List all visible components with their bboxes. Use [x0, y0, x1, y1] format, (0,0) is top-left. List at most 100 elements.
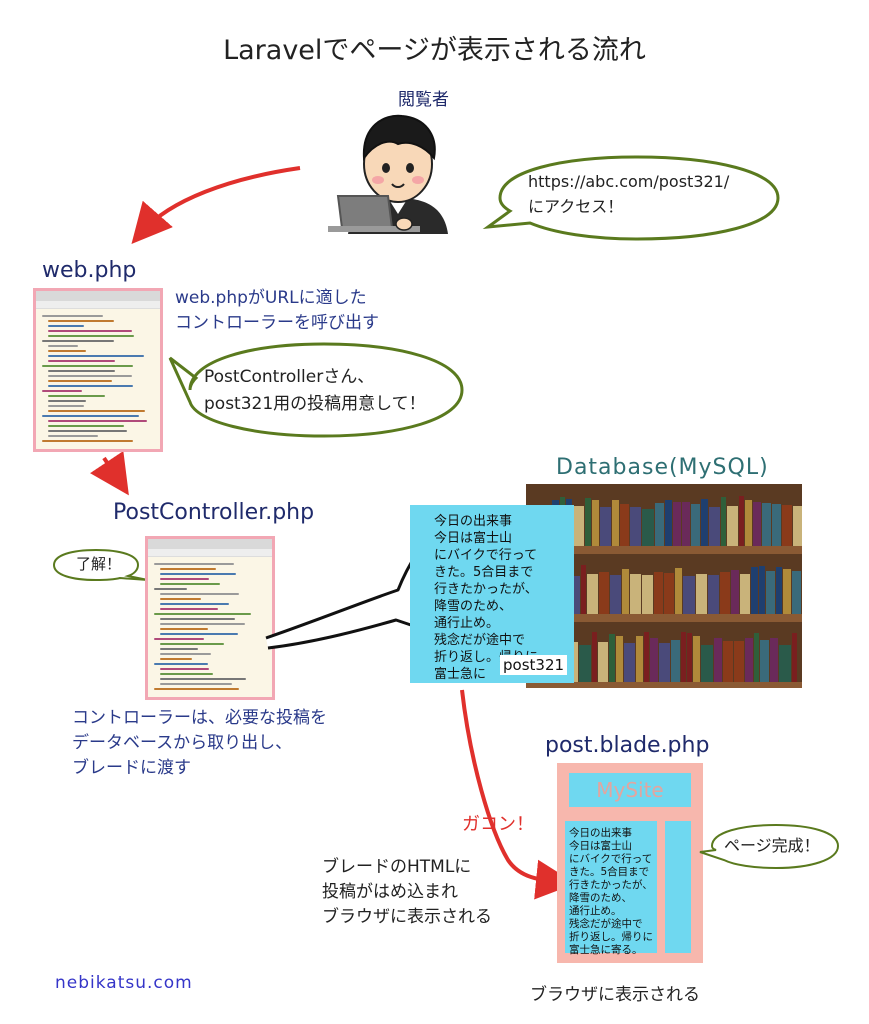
controller-note-line3: ブレードに渡す [72, 758, 191, 778]
code-line [160, 653, 211, 655]
book [609, 634, 615, 682]
book [709, 507, 720, 546]
book [664, 573, 674, 614]
blade-note-line1: ブレードのHTMLに [322, 857, 472, 877]
code-line [48, 355, 144, 357]
viewer-illustration [328, 114, 448, 234]
book [655, 503, 664, 546]
database-record-card: 今日の出来事 今日は富士山 にバイクで行って きた。5合目まで 行きたかったが、… [410, 505, 574, 683]
book [616, 636, 623, 682]
code-line [154, 663, 208, 665]
book [701, 645, 713, 682]
book [745, 638, 753, 682]
book [770, 638, 778, 682]
book [636, 636, 643, 682]
book [734, 641, 744, 682]
shelf-board [526, 682, 802, 688]
book [687, 633, 692, 682]
book [650, 638, 658, 682]
book [754, 633, 759, 682]
book [762, 503, 771, 546]
webphp-note-line2: コントローラーを呼び出す [175, 313, 379, 333]
blade-note-line3: ブラウザに表示される [322, 907, 492, 927]
book [644, 632, 649, 682]
code-line [48, 375, 132, 377]
arrow-viewer-to-web [131, 166, 301, 245]
webphp-note-line1: web.phpがURLに適した [175, 288, 367, 308]
book [587, 574, 598, 614]
webphp-speech-bubble: PostControllerさん、 post321用の投稿用意して！ [166, 340, 466, 440]
book [740, 574, 750, 614]
book [766, 571, 775, 614]
book [772, 504, 781, 546]
code-line [48, 410, 145, 412]
blade-site-name: MySite [569, 773, 691, 807]
book [708, 575, 719, 614]
code-line [160, 628, 208, 630]
code-line [42, 390, 82, 392]
blade-done-text: ページ完成！ [724, 836, 820, 855]
book [671, 640, 680, 682]
webphp-bubble-line2: post321用の投稿用意して！ [204, 394, 426, 414]
code-line [48, 330, 132, 332]
code-line [48, 370, 115, 372]
book [579, 645, 591, 682]
page-title: Laravelでページが表示される流れ [223, 35, 646, 66]
code-line [160, 583, 220, 585]
book [723, 641, 733, 682]
book [701, 499, 708, 546]
blade-sidebar [665, 821, 691, 953]
blade-done-bubble: ページ完成！ [698, 822, 840, 872]
book [598, 642, 608, 682]
code-line [48, 380, 112, 382]
code-line [42, 340, 114, 342]
code-line [154, 588, 187, 590]
code-line [48, 395, 105, 397]
code-line [48, 360, 115, 362]
book [760, 640, 769, 682]
database-record-tag: post321 [500, 655, 568, 675]
book [776, 567, 782, 614]
book [727, 506, 738, 546]
code-line [160, 633, 238, 635]
blade-page-text: 今日の出来事 今日は富士山 にバイクで行って きた。5合目まで 行きたかったが、… [565, 821, 657, 956]
code-line [42, 365, 133, 367]
code-line [48, 430, 127, 432]
book [792, 633, 797, 682]
code-line [160, 593, 239, 595]
book [665, 500, 672, 546]
book [654, 572, 663, 614]
webphp-note: web.phpがURLに適した コントローラーを呼び出す [175, 286, 379, 336]
code-line [48, 335, 134, 337]
book [675, 568, 682, 614]
book [682, 502, 690, 546]
code-line [160, 598, 201, 600]
controller-note-line1: コントローラーは、必要な投稿を [72, 708, 327, 728]
code-line [160, 623, 245, 625]
controller-code-screenshot [145, 536, 275, 700]
code-line [42, 315, 103, 317]
webphp-code-screenshot [33, 288, 163, 452]
code-line [160, 678, 246, 680]
code-line [154, 688, 239, 690]
blade-caption: ブラウザに表示される [530, 985, 700, 1005]
arrow-db-to-blade [460, 689, 576, 900]
code-line [160, 573, 236, 575]
code-line [160, 683, 232, 685]
book [720, 572, 730, 614]
book [683, 576, 695, 614]
code-line [154, 613, 251, 615]
shelf-board [526, 614, 802, 622]
book [673, 502, 681, 546]
code-line [160, 673, 213, 675]
code-line [154, 638, 204, 640]
webphp-bubble-line1: PostControllerさん、 [204, 367, 375, 387]
blade-sfx: ガコン！ [462, 814, 534, 835]
book [721, 497, 726, 546]
code-line [160, 568, 216, 570]
blade-page-mock: MySite 今日の出来事 今日は富士山 にバイクで行って きた。5合目まで 行… [557, 763, 703, 963]
viewer-speech-bubble: https://abc.com/post321/ にアクセス！ [482, 153, 782, 243]
book [696, 574, 707, 614]
book [630, 507, 641, 546]
